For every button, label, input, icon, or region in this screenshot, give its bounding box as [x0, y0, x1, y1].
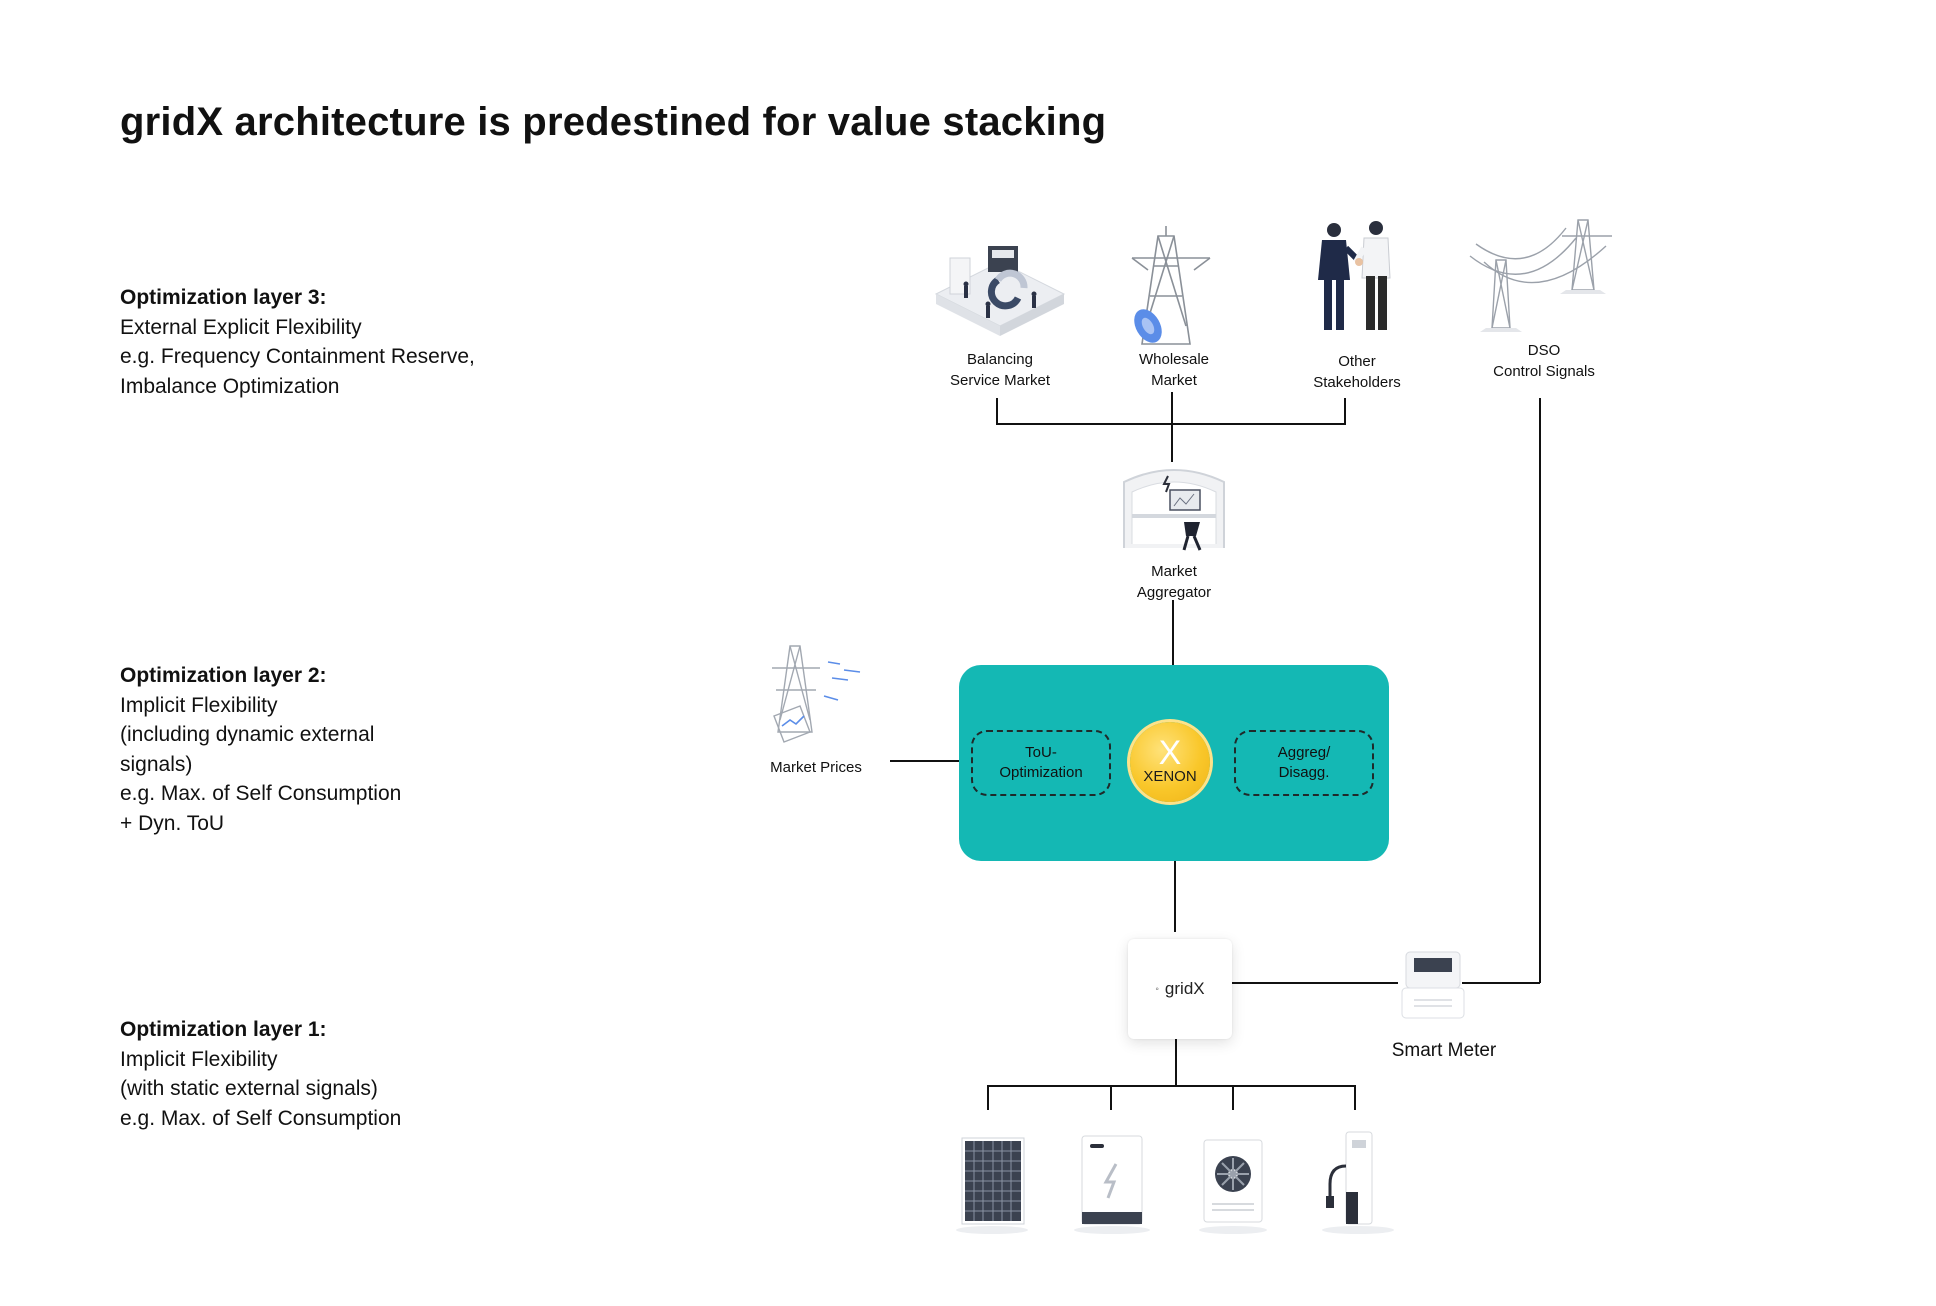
layer-2-line: + Dyn. ToU	[120, 811, 225, 835]
layer-2-line: signals)	[120, 752, 193, 776]
layer-3-heading: Optimization layer 3:	[120, 286, 327, 309]
label-line: Balancing	[967, 351, 1033, 368]
transmission-tower-icon	[1131, 226, 1211, 345]
node-stakeholders-label: Other Stakeholders	[1313, 351, 1401, 393]
price-tower-icon	[772, 645, 861, 743]
label-line: Market	[1151, 563, 1197, 580]
page-title: gridX architecture is predestined for va…	[120, 100, 1107, 144]
box-line: Aggreg/	[1277, 744, 1331, 761]
layer-1-line: e.g. Max. of Self Consumption	[120, 1106, 402, 1130]
control-room-icon	[1123, 469, 1225, 551]
tou-optimization-box: ToU- Optimization	[971, 730, 1111, 796]
connector-devices-bus	[987, 1085, 1356, 1110]
box-line: Optimization	[999, 764, 1083, 781]
label-line: Service Market	[949, 372, 1051, 389]
balancing-market-icon	[934, 246, 1066, 336]
ev-charger-icon	[1322, 1131, 1394, 1234]
xenon-label: XENON	[1143, 768, 1197, 785]
layer-3-line: External Explicit Flexibility	[120, 315, 362, 339]
power-lines-icon	[1469, 219, 1612, 332]
label-line: Smart Meter	[1391, 1040, 1497, 1061]
node-market-prices-label: Market Prices	[770, 757, 862, 778]
box-line: Disagg.	[1278, 764, 1330, 781]
battery-icon	[1074, 1135, 1150, 1234]
layer-2-description: Optimization layer 2: Implicit Flexibili…	[120, 661, 401, 838]
handshake-icon	[1318, 221, 1391, 330]
node-aggregator-label: Market Aggregator	[1137, 561, 1211, 603]
label-line: Aggregator	[1136, 584, 1212, 601]
layer-2-line: e.g. Max. of Self Consumption	[120, 782, 402, 805]
gridx-logo-icon: ◦	[1155, 983, 1159, 995]
label-line: Control Signals	[1493, 363, 1595, 380]
layer-1-line: Implicit Flexibility	[120, 1047, 278, 1071]
layer-1-description: Optimization layer 1: Implicit Flexibili…	[120, 1015, 401, 1133]
label-line: Market Prices	[770, 759, 862, 776]
xenon-platform: ToU- Optimization X XENON Aggreg/ Disagg…	[959, 665, 1389, 861]
layer-2-heading: Optimization layer 2:	[120, 664, 327, 687]
layer-3-description: Optimization layer 3: External Explicit …	[120, 283, 475, 401]
label-line: Stakeholders	[1313, 374, 1401, 391]
layer-3-line: Imbalance Optimization	[120, 374, 340, 398]
layer-1-heading: Optimization layer 1:	[120, 1018, 327, 1041]
gridx-device: ◦ gridX	[1128, 939, 1232, 1039]
solar-panel-icon	[956, 1137, 1028, 1234]
layer-2-line: (including dynamic external	[120, 723, 375, 746]
node-smart-meter-label: Smart Meter	[1392, 1040, 1497, 1061]
label-line: Wholesale	[1138, 351, 1210, 368]
layer-3-line: e.g. Frequency Containment Reserve,	[120, 345, 475, 368]
label-line: DSO	[1527, 342, 1561, 359]
layer-2-line: Implicit Flexibility	[120, 693, 278, 717]
heat-pump-icon	[1199, 1139, 1267, 1234]
label-line: Other	[1338, 353, 1376, 370]
node-dso-label: DSO Control Signals	[1493, 340, 1595, 382]
gridx-label: gridX	[1164, 979, 1205, 998]
layer-1-line: (with static external signals)	[120, 1077, 378, 1100]
aggreg-disagg-box: Aggreg/ Disagg.	[1234, 730, 1374, 796]
xenon-symbol: X	[1158, 734, 1182, 772]
node-balancing-label: Balancing Service Market	[950, 349, 1050, 391]
xenon-coin-icon: X XENON	[1130, 722, 1210, 802]
label-line: Market	[1151, 372, 1197, 389]
node-wholesale-label: Wholesale Market	[1139, 349, 1209, 391]
box-line: ToU-	[1025, 744, 1057, 761]
smart-meter-icon	[1401, 951, 1465, 1019]
